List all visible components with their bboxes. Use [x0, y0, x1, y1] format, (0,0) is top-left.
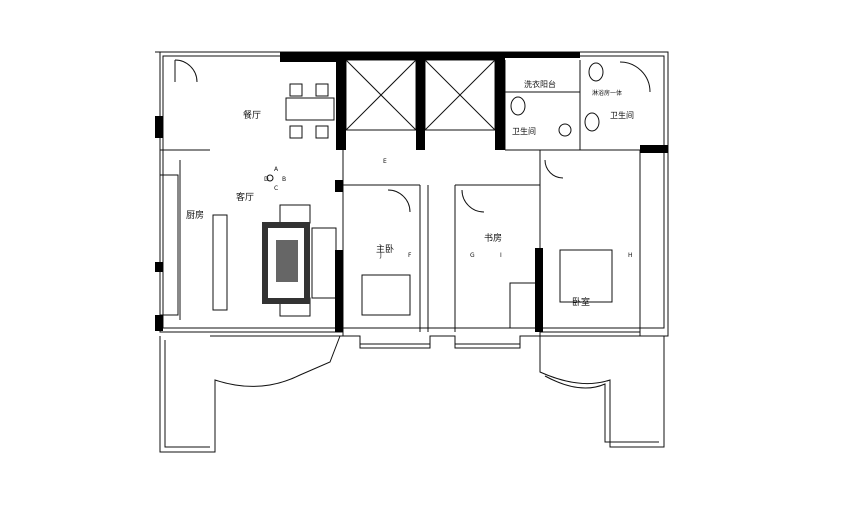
balcony-left	[159, 335, 341, 453]
dining-table	[285, 97, 335, 121]
elevation-c-marker: C	[274, 185, 278, 192]
elevation-h-marker: H	[628, 252, 633, 259]
master-bed	[361, 274, 411, 316]
elevation-b-marker: B	[282, 176, 286, 183]
columns	[155, 52, 668, 332]
study-desk	[509, 282, 537, 329]
elevation-f-marker: F	[408, 252, 412, 259]
master-bedroom-label: 主卧	[376, 243, 394, 255]
elevation-e-marker: E	[383, 158, 387, 165]
elevation-d-marker: D	[264, 176, 269, 183]
elevation-i-marker: I	[500, 252, 502, 259]
dining-label: 餐厅	[243, 109, 261, 121]
laundry-label: 洗衣阳台	[524, 79, 556, 89]
outer-wall	[155, 51, 669, 349]
bathroom-1-label: 卫生间	[512, 126, 536, 136]
kitchen-label: 厨房	[186, 209, 204, 221]
bedroom-label: 卧室	[572, 296, 590, 308]
living-sofa	[311, 227, 337, 299]
outer-wall-inner	[162, 55, 665, 329]
shower-note-label: 淋浴房一体	[592, 89, 622, 97]
bathroom-2-label: 卫生间	[610, 110, 634, 120]
living-label: 客厅	[236, 191, 254, 203]
elevation-j-marker: J	[379, 252, 382, 259]
elevation-g-marker: G	[470, 252, 475, 259]
balcony-right	[539, 336, 665, 448]
second-bed	[559, 249, 613, 303]
elevation-a-marker: A	[274, 166, 279, 173]
study-label: 书房	[484, 232, 502, 244]
